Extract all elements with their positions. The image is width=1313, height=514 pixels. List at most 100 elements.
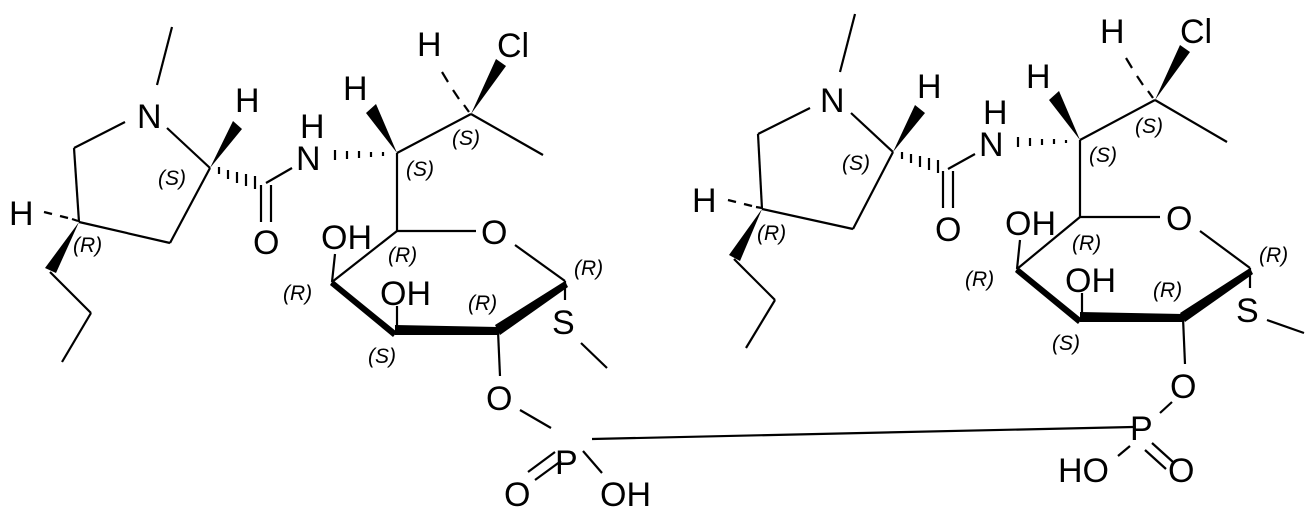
- atom-label: OH: [321, 219, 372, 257]
- ring-bond: [169, 167, 211, 244]
- left-clindamycin-unit: N H H N O H H H Cl OH OH O S O P O OH (S…: [9, 26, 651, 514]
- ring-bond: [1199, 230, 1251, 269]
- atom-label: HO: [1058, 452, 1109, 490]
- stereo-label: (R): [468, 292, 497, 315]
- wedge-bond: [45, 222, 79, 273]
- atom-label: P: [1130, 410, 1153, 448]
- stereo-label: (R): [757, 222, 786, 245]
- atom-label: H: [917, 68, 942, 106]
- propyl-bond: [61, 312, 92, 363]
- atom-label: O: [1170, 368, 1196, 406]
- oh-bond: [330, 253, 337, 283]
- stereo-label: (R): [388, 244, 417, 267]
- atom-label: H: [1026, 58, 1051, 96]
- atom-label: O: [1168, 452, 1194, 490]
- stereo-label: (R): [73, 234, 102, 257]
- p-p-linker-bond: [591, 425, 1134, 441]
- hashed-bond: [1016, 137, 1068, 147]
- oh-bond: [1015, 239, 1022, 270]
- atom-label: P: [555, 444, 578, 482]
- atom-label: OH: [600, 476, 651, 514]
- atom-label: N: [820, 82, 845, 120]
- ring-bond: [73, 121, 126, 149]
- p-double-bond: [534, 460, 562, 481]
- wedge-bond: [366, 104, 397, 153]
- atom-label: H: [300, 108, 325, 146]
- ring-bond: [761, 207, 854, 231]
- ester-bond: [496, 330, 502, 377]
- stereo-label: (S): [368, 345, 396, 368]
- propyl-bond: [733, 258, 776, 301]
- bold-bond: [1080, 312, 1183, 322]
- wedge-bond: [893, 105, 925, 152]
- wedge-bond: [1049, 91, 1080, 140]
- stereo-label: (R): [1072, 232, 1101, 255]
- ring-bond: [72, 147, 81, 223]
- atom-label: H: [692, 182, 717, 220]
- methyl-bond: [470, 113, 544, 156]
- hashed-bond: [217, 167, 257, 189]
- wedge-bond: [729, 209, 762, 261]
- ring-bond: [78, 220, 171, 245]
- amide-bond: [265, 167, 293, 184]
- atom-label: O: [1166, 200, 1192, 238]
- atom-label: OH: [1065, 262, 1116, 300]
- wedge-bond: [471, 59, 506, 114]
- dashed-bond: [441, 71, 470, 113]
- atom-label: N: [296, 140, 321, 178]
- atom-label: S: [552, 304, 575, 342]
- hashed-bond: [900, 152, 940, 173]
- atom-label: Cl: [1180, 13, 1212, 51]
- stereo-label: (R): [1153, 279, 1182, 302]
- p-oh-bond: [1117, 445, 1131, 457]
- dashed-bond: [727, 198, 763, 210]
- ring-bond: [757, 107, 811, 135]
- chain-bond: [1079, 99, 1156, 141]
- stereo-label: (S): [1135, 115, 1163, 138]
- s-methyl-bond: [580, 342, 608, 369]
- p-double-bond: [1151, 442, 1174, 463]
- atom-label: H: [343, 70, 368, 108]
- wedge-bond: [1180, 268, 1253, 322]
- right-clindamycin-unit: N H H N O H H H Cl OH OH O S O P O HO (S…: [692, 13, 1305, 490]
- p-oh-bond: [582, 450, 603, 474]
- stereo-label: (R): [574, 257, 603, 280]
- dashed-bond: [43, 210, 79, 223]
- wedge-bond: [210, 121, 242, 168]
- atom-label: H: [235, 82, 260, 120]
- hashed-bond: [333, 150, 385, 160]
- bold-bond: [395, 325, 498, 335]
- wedge-bond: [330, 280, 397, 337]
- stereo-label: (R): [965, 268, 994, 291]
- stereo-label: (R): [283, 282, 312, 305]
- amide-bond: [947, 153, 976, 170]
- chain-bond: [396, 113, 472, 154]
- stereo-label: (S): [842, 152, 870, 175]
- atom-label: H: [417, 26, 442, 64]
- atom-label: OH: [380, 275, 431, 313]
- atom-label: S: [1236, 292, 1259, 330]
- atom-label: H: [983, 94, 1008, 132]
- atom-label: N: [137, 98, 162, 136]
- atom-label: O: [486, 380, 512, 418]
- ring-bond: [166, 127, 211, 169]
- atom-label: O: [504, 476, 530, 514]
- n-methyl-bond: [838, 13, 857, 73]
- ring-bond: [514, 244, 566, 282]
- n-methyl-bond: [155, 26, 174, 86]
- ester-bond: [519, 409, 552, 429]
- ring-bond: [850, 112, 894, 153]
- atom-label: O: [935, 211, 961, 249]
- atom-label: Cl: [497, 27, 529, 65]
- ring-bond: [852, 151, 894, 230]
- ring-bond: [756, 133, 764, 210]
- stereo-label: (R): [1259, 244, 1288, 267]
- atom-label: OH: [1005, 205, 1056, 243]
- atom-label: N: [979, 126, 1004, 164]
- s-methyl-bond: [1266, 318, 1305, 335]
- stereo-label: (S): [1089, 144, 1117, 167]
- p-double-bond: [527, 451, 556, 473]
- stereo-label: (S): [452, 127, 480, 150]
- p-double-bond: [1144, 449, 1167, 470]
